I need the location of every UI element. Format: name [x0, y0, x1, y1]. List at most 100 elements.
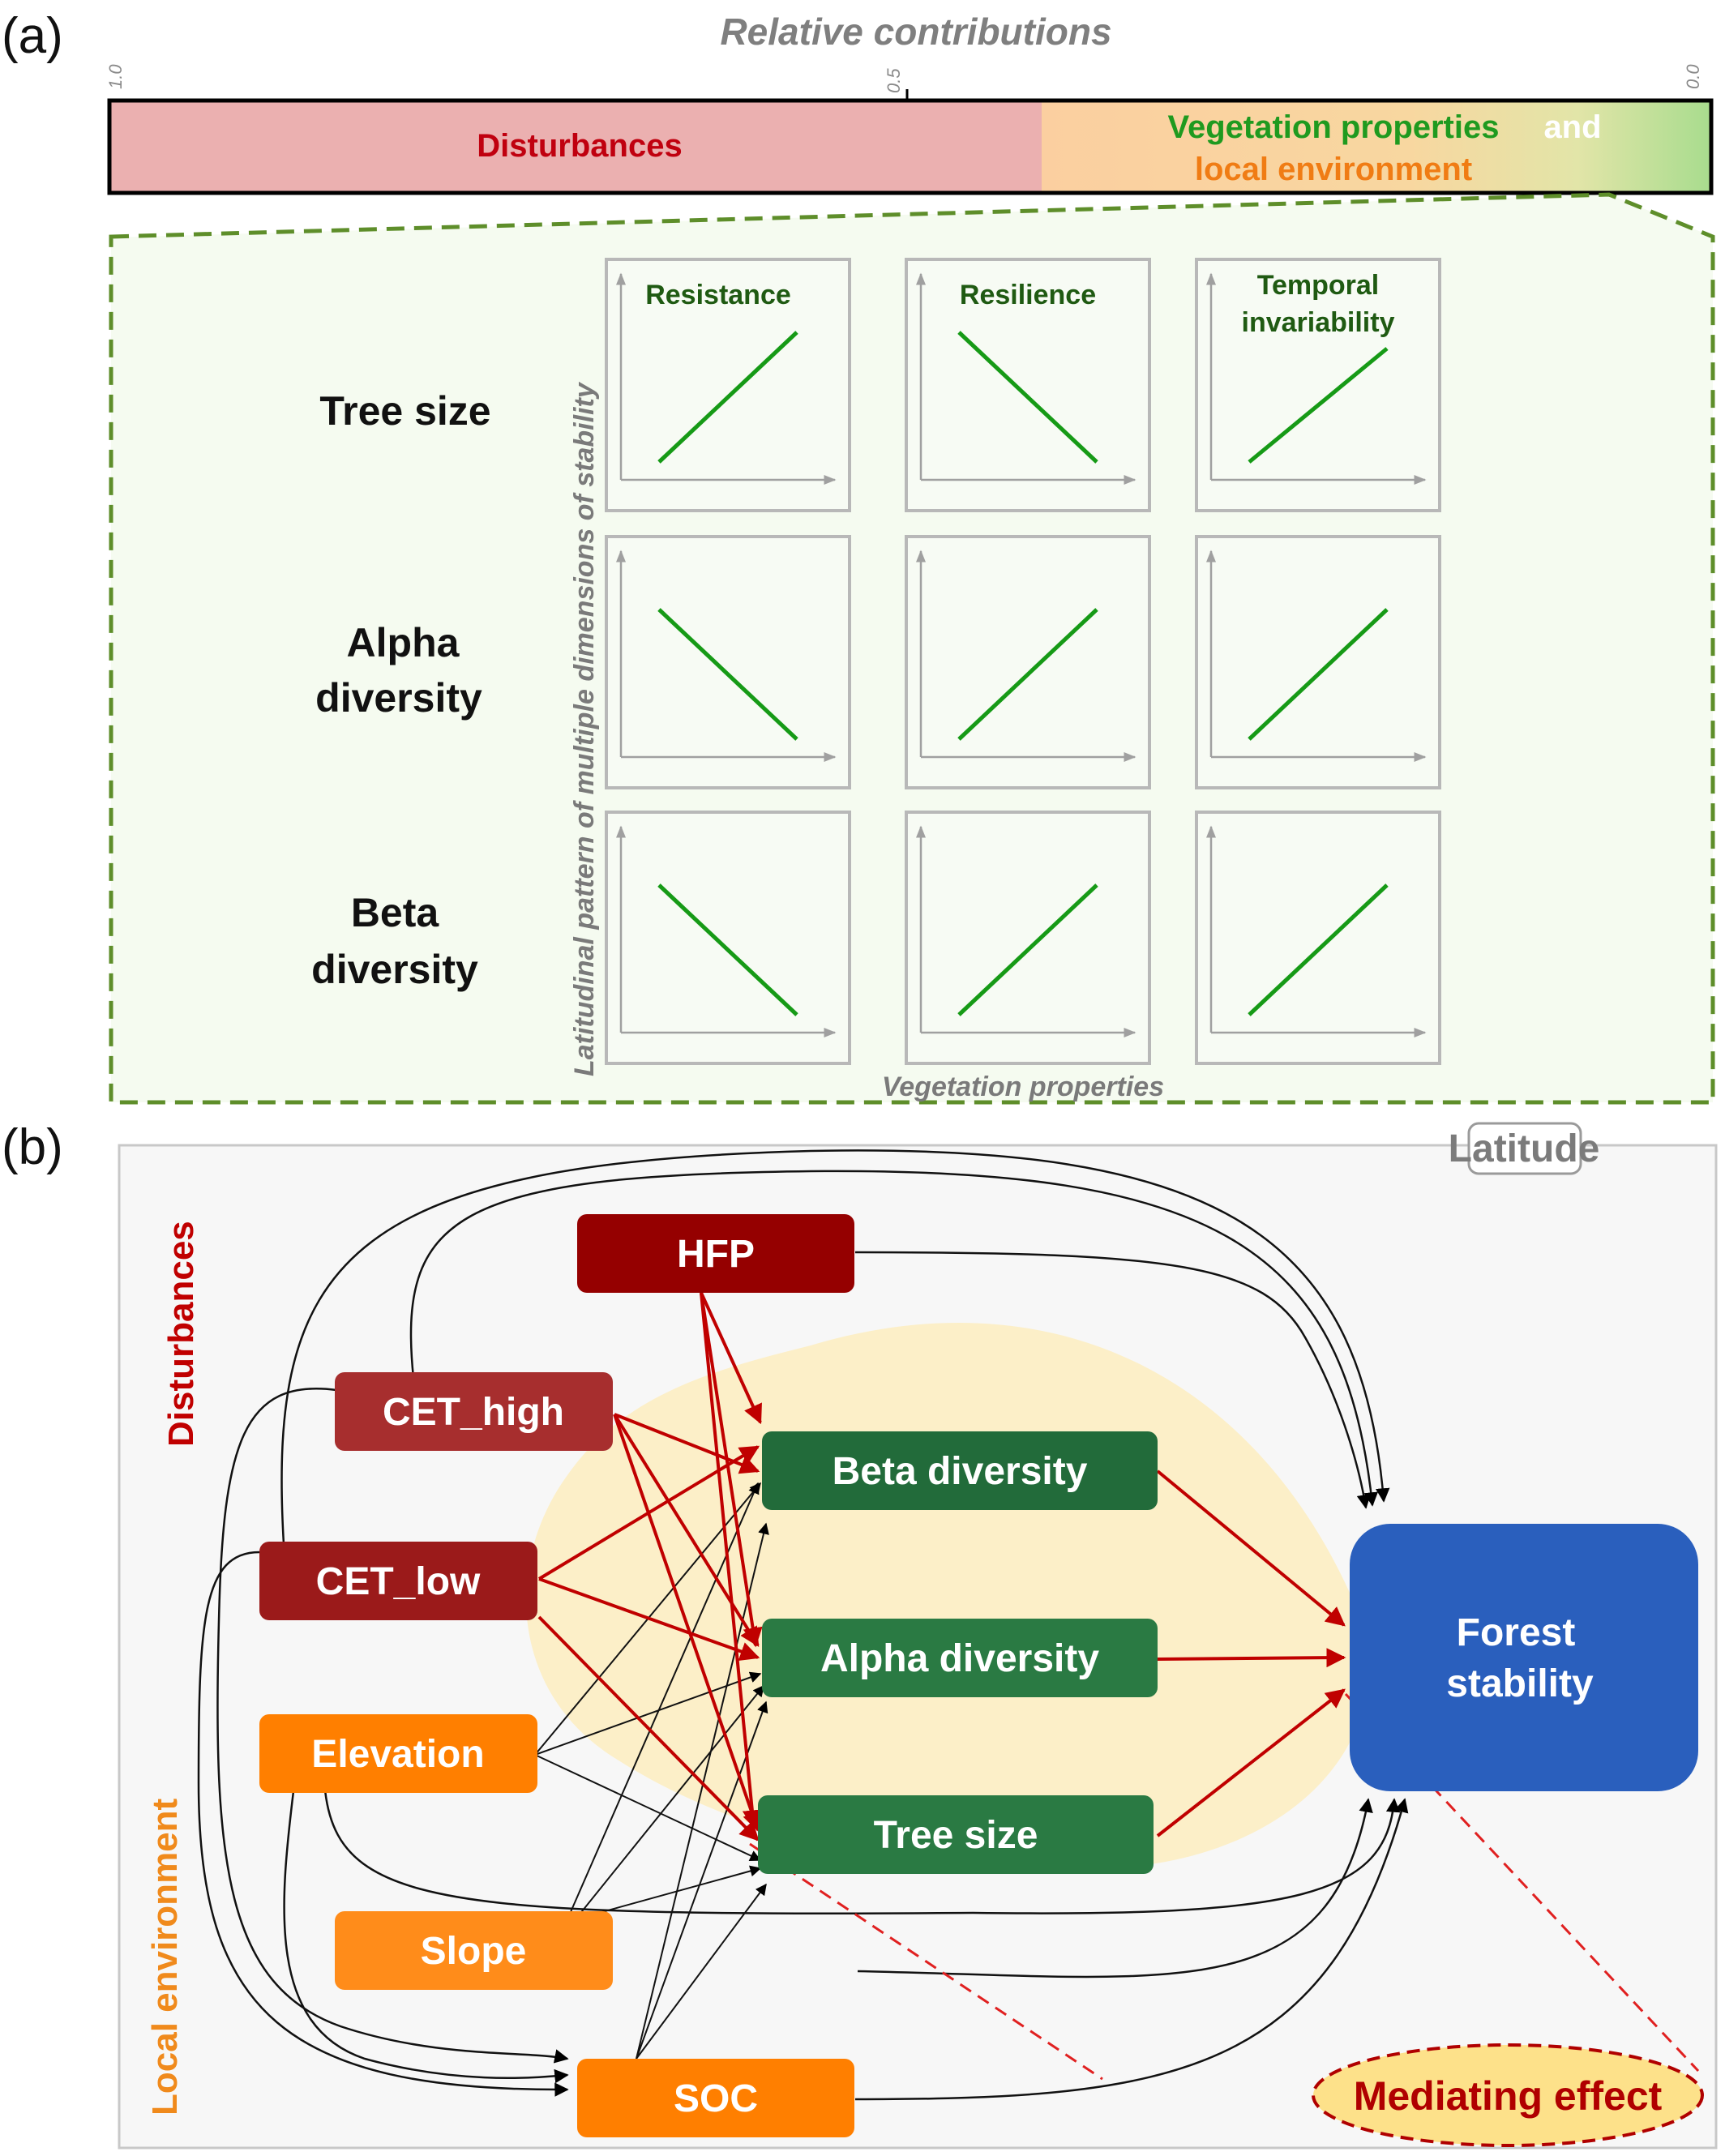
panel-a-label: (a) — [2, 8, 63, 64]
local-environment-bar-label: local environment — [1195, 152, 1472, 187]
node-beta-label: Beta diversity — [833, 1450, 1088, 1493]
disturbances-bar-label: Disturbances — [477, 128, 682, 164]
mini-plot-frame — [605, 811, 851, 1065]
path-cet-low-to-stability — [280, 1149, 1390, 1545]
mini-plot-frame — [1195, 258, 1441, 512]
and-bar-label: and — [1543, 109, 1601, 145]
node-beta-diversity[interactable]: Beta diversity — [762, 1431, 1158, 1510]
node-cet-high-label: CET_high — [383, 1391, 564, 1434]
trend-line-negative — [657, 608, 798, 741]
mediating-effect-ellipse — [1312, 2043, 1704, 2147]
disturbances-group-label: Disturbances — [161, 1221, 201, 1447]
path-hfp-beta — [700, 1292, 762, 1425]
col-label-temporal-invariability-line2: invariability — [1242, 307, 1395, 338]
node-slope[interactable]: Slope — [335, 1911, 613, 1990]
path-hfp-to-stability — [854, 1251, 1372, 1509]
mini-plot-frame — [905, 258, 1151, 512]
local-environment-group-label: Local environment — [145, 1798, 185, 2115]
path-elev-tree — [534, 1754, 762, 1862]
path-cetlow-beta — [537, 1445, 760, 1581]
node-elevation-label: Elevation — [311, 1733, 484, 1776]
mini-plot-alpha-diversity-resilience — [905, 535, 1151, 789]
path-slope-to-stability — [857, 1798, 1373, 1978]
direct-effect-paths — [197, 1149, 1409, 2101]
path-alpha-stability — [1157, 1648, 1346, 1668]
nodes: HFP CET_high CET_low Elevation Slope SOC — [259, 1214, 1698, 2137]
node-hfp[interactable]: HFP — [577, 1214, 854, 1293]
disturbance-to-vegetation-paths — [537, 1292, 1346, 1842]
path-cetlow-tree — [537, 1615, 760, 1842]
mediating-effect-callout: Mediating effect — [1312, 2043, 1704, 2147]
relative-contributions-title: Relative contributions — [720, 11, 1111, 53]
latitude-badge — [1467, 1122, 1582, 1175]
path-soc-to-stability — [854, 1798, 1409, 2101]
col-label-resistance: Resistance — [645, 280, 791, 310]
path-elevation-to-soc — [283, 1790, 569, 2084]
mini-plot-alpha-diversity-temporal-invariability — [1195, 535, 1441, 789]
node-elevation[interactable]: Elevation — [259, 1714, 537, 1793]
path-cet-high-to-stability — [409, 1170, 1379, 1507]
mediating-effect-label: Mediating effect — [1354, 2073, 1663, 2119]
zoom-region-dashed-border — [109, 192, 1715, 1105]
mediating-dash-left — [749, 1842, 1103, 2081]
mini-plot-tree-size-resistance: Resistance — [605, 258, 851, 512]
trend-line-positive — [1248, 608, 1389, 741]
panel-b-label: (b) — [2, 1119, 63, 1175]
mini-plot-frame — [1195, 535, 1441, 789]
x-axis-title: Vegetation properties — [882, 1072, 1164, 1102]
vegetation-environment-segment — [1042, 101, 1711, 193]
y-axis-title: Latitudinal pattern of multiple dimensio… — [569, 381, 600, 1076]
path-cet-low-to-soc — [197, 1551, 569, 2097]
path-slope-tree — [575, 1865, 762, 1920]
node-cet-high[interactable]: CET_high — [335, 1372, 613, 1451]
mini-plot-beta-diversity-resistance — [605, 811, 851, 1065]
tick-0-0: 0.0 — [1683, 64, 1703, 89]
trend-line-positive — [1248, 883, 1389, 1016]
node-soc[interactable]: SOC — [577, 2059, 854, 2137]
node-alpha-diversity[interactable]: Alpha diversity — [762, 1619, 1158, 1697]
trend-line-positive — [1248, 347, 1389, 464]
mini-plot-alpha-diversity-resistance — [605, 535, 851, 789]
node-soc-label: SOC — [674, 2077, 758, 2120]
trend-line-positive — [957, 608, 1098, 741]
row-label-beta-line2: diversity — [311, 947, 478, 992]
node-tree-size[interactable]: Tree size — [758, 1795, 1154, 1874]
node-tree-label: Tree size — [874, 1814, 1038, 1857]
path-elev-alpha — [534, 1671, 762, 1756]
path-cetlow-alpha — [538, 1577, 760, 1661]
row-label-alpha-line1: Alpha — [347, 620, 460, 665]
path-cethigh-alpha — [613, 1413, 760, 1648]
path-hfp-alpha — [700, 1292, 763, 1648]
col-label-resilience: Resilience — [960, 280, 1096, 310]
path-soc-beta — [636, 1522, 769, 2060]
tick-1-0: 1.0 — [105, 64, 126, 89]
mini-plot-frame — [605, 258, 851, 512]
panel-b: (b) Latitude Disturbances Local environm… — [2, 1119, 1718, 2150]
row-label-beta-line1: Beta — [351, 890, 440, 935]
mini-plot-tree-size-resilience: Resilience — [905, 258, 1151, 512]
latitude-label: Latitude — [1449, 1127, 1600, 1170]
node-alpha-label: Alpha diversity — [820, 1637, 1099, 1680]
trend-line-negative — [957, 331, 1098, 464]
trend-line-positive — [657, 331, 798, 464]
node-stability-line2: stability — [1446, 1662, 1594, 1705]
mini-plot-frame — [1195, 811, 1441, 1065]
node-cet-low[interactable]: CET_low — [259, 1542, 537, 1620]
path-soc-alpha — [636, 1700, 768, 2060]
mini-plot-beta-diversity-resilience — [905, 811, 1151, 1065]
mini-plot-frame — [905, 811, 1151, 1065]
row-labels: Tree size Alpha diversity Beta diversity — [311, 388, 490, 992]
panel-a: (a) Relative contributions 1.0 0.5 0.0 D… — [2, 8, 1715, 1105]
node-stability-line1: Forest — [1457, 1611, 1576, 1654]
node-forest-stability[interactable]: Forest stability — [1350, 1524, 1698, 1791]
vegetation-properties-bar-label: Vegetation properties — [1168, 109, 1500, 145]
local-env-to-vegetation-paths — [534, 1482, 769, 2060]
path-soc-tree — [636, 1883, 767, 2060]
trend-line-negative — [657, 883, 798, 1016]
path-hfp-tree — [700, 1292, 762, 1830]
path-elevation-to-stability — [322, 1734, 1401, 1914]
mini-plot-frame — [605, 535, 851, 789]
node-cet-low-label: CET_low — [316, 1560, 481, 1603]
